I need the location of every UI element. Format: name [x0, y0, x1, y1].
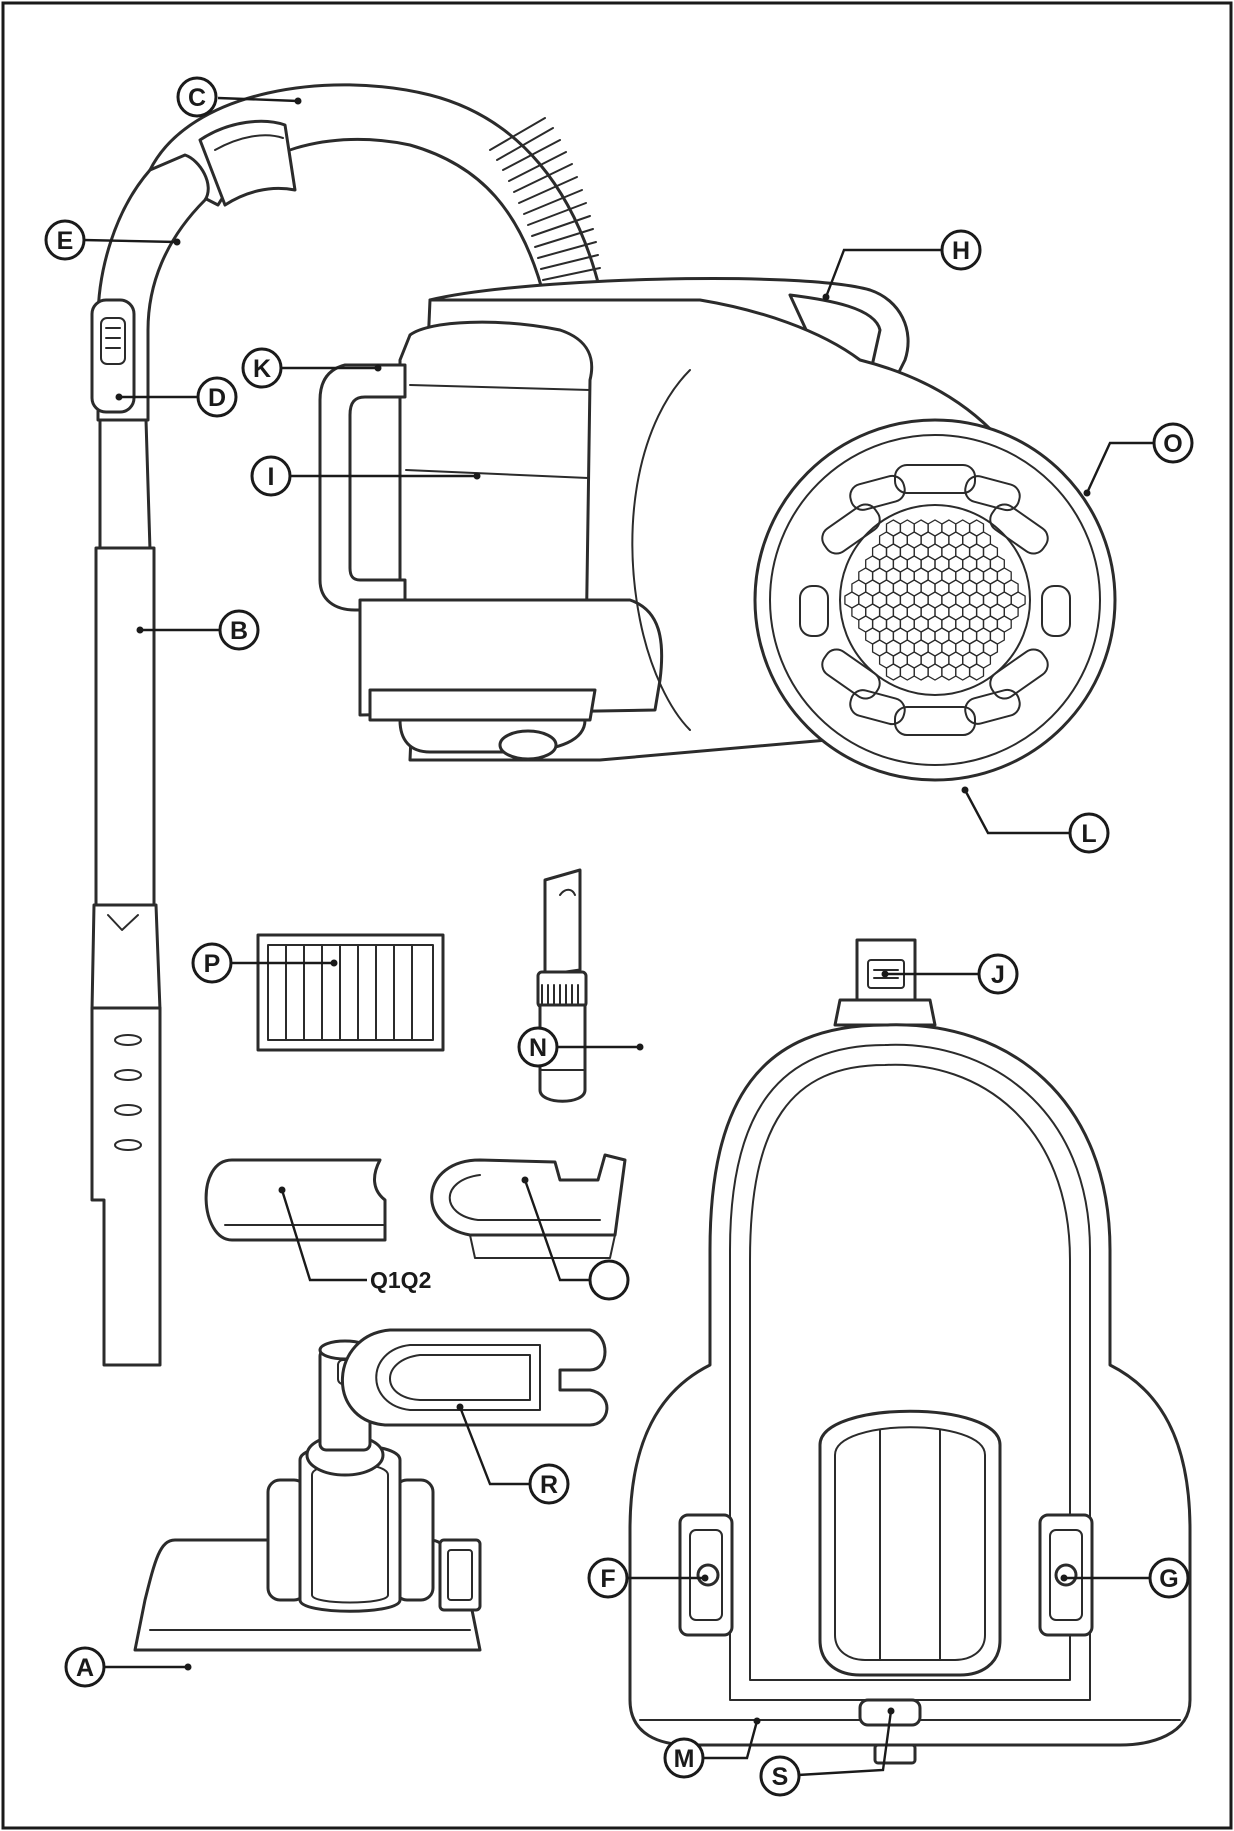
label-badge-G — [1148, 1557, 1190, 1599]
label-badge-C — [176, 76, 218, 118]
crevice-brush-tool — [536, 868, 588, 1103]
label-J: J — [991, 961, 1005, 989]
callout-C: C — [176, 76, 302, 118]
label-K: K — [253, 355, 271, 383]
hose — [148, 83, 602, 302]
label-badge-F — [587, 1557, 629, 1599]
label-L: L — [1081, 820, 1096, 848]
callout-R: R — [456, 1403, 570, 1505]
label-B: B — [230, 617, 248, 645]
label-badge-A — [64, 1646, 106, 1688]
label-badge-I — [250, 455, 292, 497]
label-D: D — [208, 384, 226, 412]
callout-Q1Q2: Q1Q2 — [278, 1186, 431, 1293]
filter — [256, 933, 445, 1052]
filter-pad — [204, 1158, 387, 1242]
callout-A: A — [64, 1646, 192, 1688]
callout-B: B — [136, 609, 260, 651]
label-I: I — [268, 463, 275, 491]
callout-K: K — [241, 347, 382, 389]
label-S: S — [772, 1763, 789, 1791]
callout-M: M — [663, 1717, 761, 1779]
label-F: F — [600, 1565, 615, 1593]
label-badge-K — [241, 347, 283, 389]
label-N: N — [529, 1034, 547, 1062]
hose-handle — [90, 153, 210, 422]
callout-G: G — [1060, 1557, 1190, 1599]
callout-D: D — [115, 376, 238, 418]
label-R: R — [540, 1471, 558, 1499]
callout-L: L — [961, 786, 1110, 854]
label-badge-R — [528, 1463, 570, 1505]
filter-frame — [430, 1153, 627, 1259]
sponge-filter — [340, 1328, 609, 1427]
callout-O: O — [1083, 422, 1194, 497]
label-A: A — [76, 1654, 94, 1682]
label-H: H — [952, 237, 970, 265]
telescopic-tube — [90, 418, 162, 1367]
callout-E: E — [44, 219, 181, 261]
label-badge-N — [517, 1026, 559, 1068]
label-badge-E — [44, 219, 86, 261]
label-badge-L — [1068, 812, 1110, 854]
label-G: G — [1159, 1565, 1178, 1593]
label-M: M — [674, 1745, 695, 1773]
callout-H: H — [822, 229, 982, 301]
vacuum-body-side — [318, 277, 1117, 782]
label-badge-S — [759, 1755, 801, 1797]
label-badge-J — [977, 953, 1019, 995]
label-badge-B — [218, 609, 260, 651]
label-O: O — [1163, 430, 1182, 458]
label-Q1Q2: Q1Q2 — [370, 1267, 431, 1293]
callout-N: N — [517, 1026, 644, 1068]
label-badge-H — [940, 229, 982, 271]
callout-P: P — [191, 942, 338, 984]
callout-I: I — [250, 455, 481, 497]
vacuum-body-rear — [628, 938, 1192, 1765]
label-badge-blank — [588, 1259, 630, 1301]
label-badge-O — [1152, 422, 1194, 464]
label-badge-P — [191, 942, 233, 984]
callout-blank — [521, 1176, 630, 1301]
label-C: C — [188, 84, 206, 112]
floor-brush — [133, 1339, 482, 1652]
label-E: E — [57, 227, 74, 255]
motor-grille-mesh — [844, 519, 1026, 681]
callout-F: F — [587, 1557, 709, 1599]
label-badge-M — [663, 1737, 705, 1779]
label-P: P — [204, 950, 221, 978]
callout-S: S — [759, 1707, 895, 1797]
label-badge-D — [196, 376, 238, 418]
callout-J: J — [881, 953, 1019, 995]
